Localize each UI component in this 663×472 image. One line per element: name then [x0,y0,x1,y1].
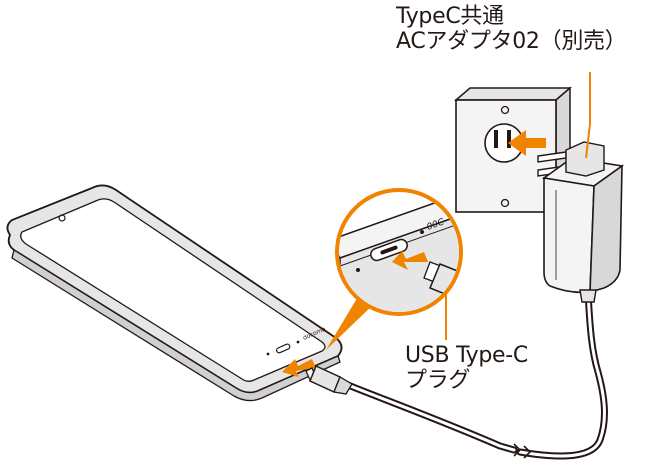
phone-edge [11,248,341,402]
adapter-label: TypeC共通 ACアダプタ02（別売） [396,4,627,54]
arrow-to-phone [282,359,316,377]
adapter-leader-line [585,72,591,159]
plug-label: USB Type-C プラグ [405,343,528,393]
plug-label-line2: プラグ [405,368,471,393]
ac-adapter [537,141,625,303]
arrow-to-outlet [508,130,546,156]
usb-c-plug [305,364,353,395]
zoom-arrow [392,251,428,270]
adapter-cable [516,288,608,460]
adapter-label-line1: TypeC共通 [396,4,504,29]
outlet-slot-right [507,130,511,148]
smartphone: docomo [6,184,343,402]
plug-label-line1: USB Type-C [405,343,528,368]
adapter-label-line2: ACアダプタ02（別売） [396,29,627,54]
wall-outlet [453,86,573,214]
front-camera [58,214,66,222]
phone-screen [20,198,326,382]
outlet-slot-left [494,130,498,148]
zoom-callout: 00C [326,188,463,350]
cable-break-mark [513,443,532,459]
usb-port [275,343,291,354]
